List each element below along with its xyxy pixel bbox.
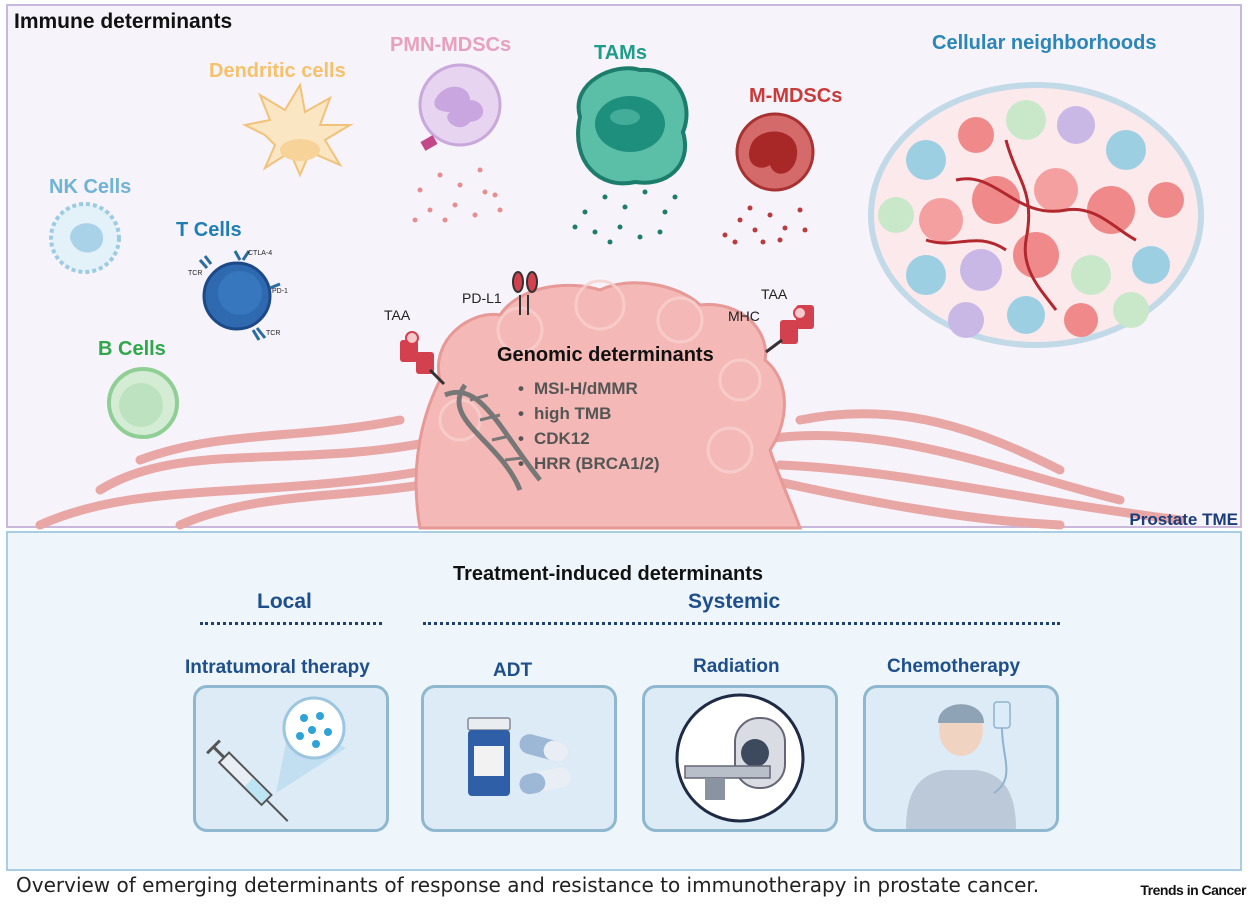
- tam-icon: [572, 66, 689, 245]
- taa-right-label: TAA: [761, 286, 788, 302]
- ct-scanner-icon: [675, 693, 805, 823]
- genomic-item: CDK12: [534, 426, 660, 451]
- mhc-label: MHC: [728, 308, 760, 324]
- tcr-left-label: TCR: [188, 270, 203, 277]
- systemic-label: Systemic: [688, 590, 781, 613]
- radiation-label: Radiation: [693, 656, 780, 677]
- b-cells-label: B Cells: [98, 338, 166, 360]
- pdl1-label: PD-L1: [462, 290, 502, 306]
- figure-caption: Overview of emerging determinants of res…: [16, 873, 1040, 897]
- genomic-item: high TMB: [534, 401, 660, 426]
- dendritic-cell-icon: [241, 82, 354, 178]
- genomic-item: MSI-H/dMMR: [534, 376, 660, 401]
- journal-logo: Trends in Cancer: [1140, 882, 1246, 898]
- adt-box: [421, 685, 617, 832]
- pmn-mdsc-label: PMN-MDSCs: [390, 34, 512, 56]
- m-mdsc-icon: [722, 112, 815, 245]
- prostate-tme-label: Prostate TME: [1129, 510, 1238, 529]
- iv-patient-icon: [906, 701, 1016, 829]
- m-mdsc-label: M-MDSCs: [749, 85, 843, 107]
- dendritic-cells-label: Dendritic cells: [209, 60, 346, 82]
- nk-cells-label: NK Cells: [49, 176, 132, 198]
- immune-determinants-title: Immune determinants: [14, 10, 233, 33]
- ctla4-label: CTLA-4: [248, 250, 273, 257]
- nk-cell-icon: [49, 202, 121, 274]
- pills-icon: [467, 717, 571, 796]
- adt-label: ADT: [493, 660, 533, 681]
- b-cell-icon: [107, 367, 179, 439]
- t-cell-icon: [198, 250, 281, 341]
- cellular-neighborhood-icon: [868, 82, 1204, 348]
- local-label: Local: [257, 590, 312, 613]
- systemic-divider: [423, 622, 1060, 625]
- t-cells-label: T Cells: [176, 219, 242, 241]
- pmn-mdsc-icon: [412, 63, 503, 223]
- intratumoral-therapy-box: [193, 685, 389, 832]
- mhc-marker: [765, 305, 814, 354]
- taa-marker-left: [400, 331, 446, 386]
- chemotherapy-box: [863, 685, 1059, 832]
- taa-left-label: TAA: [384, 307, 411, 323]
- chemotherapy-label: Chemotherapy: [887, 656, 1021, 677]
- dna-icon: [444, 383, 542, 491]
- pdl1-marker: [512, 271, 538, 315]
- radiation-box: [642, 685, 838, 832]
- genomic-list: MSI-H/dMMR high TMB CDK12 HRR (BRCA1/2): [534, 376, 660, 476]
- local-divider: [200, 622, 382, 625]
- tams-label: TAMs: [594, 42, 647, 64]
- cellular-neighborhoods-label: Cellular neighborhoods: [932, 32, 1157, 54]
- intratumoral-therapy-label: Intratumoral therapy: [185, 657, 370, 678]
- tcr-bottom-label: TCR: [266, 330, 281, 337]
- syringe-icon: [206, 696, 346, 822]
- genomic-item: HRR (BRCA1/2): [534, 451, 660, 476]
- genomic-determinants-title: Genomic determinants: [497, 344, 714, 366]
- pd1-label: PD-1: [272, 288, 288, 295]
- treatment-title: Treatment-induced determinants: [453, 563, 764, 585]
